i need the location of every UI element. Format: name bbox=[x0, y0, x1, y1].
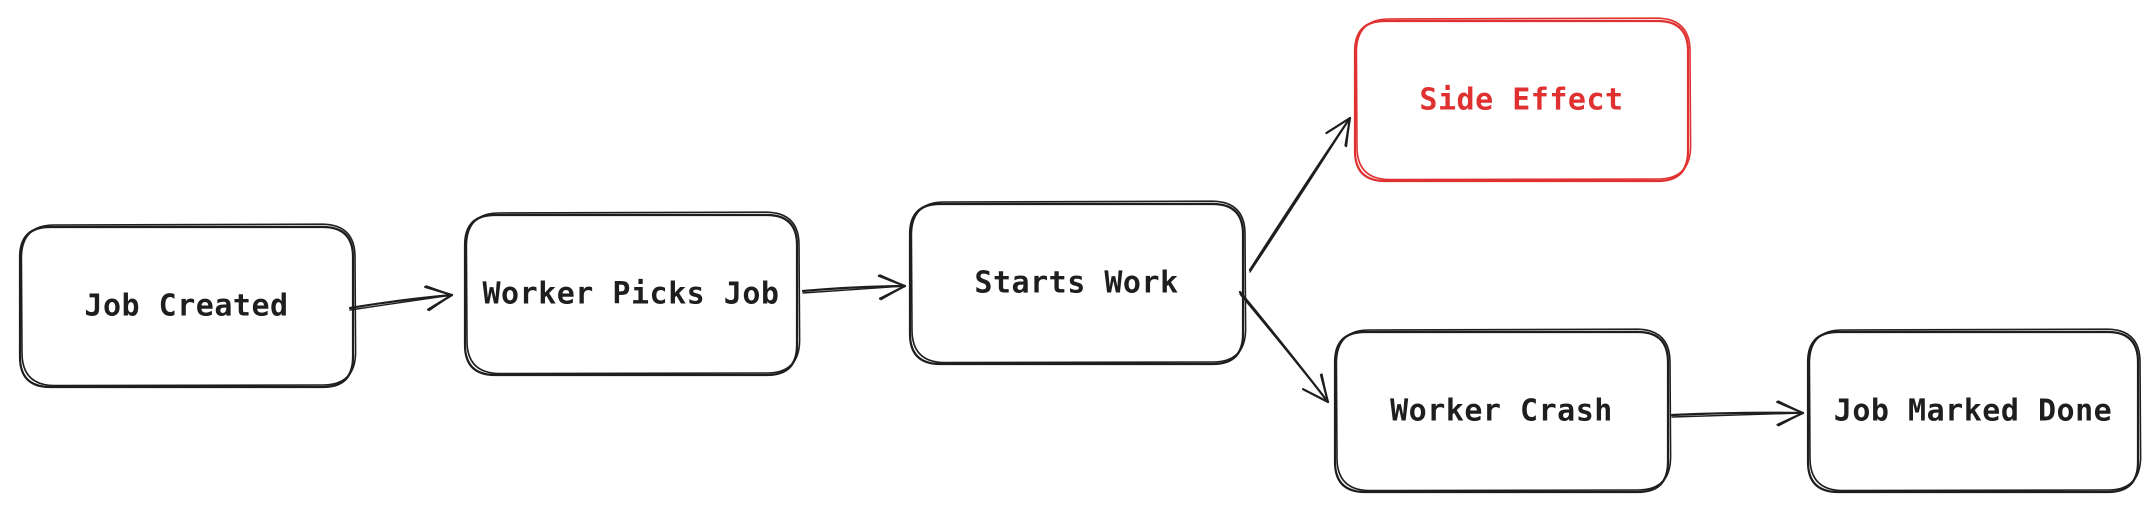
node-worker-picks-job-label: Worker Picks Job bbox=[483, 277, 780, 312]
arrow-head bbox=[1777, 400, 1804, 427]
edge-worker-picks-job-to-starts-work bbox=[801, 274, 907, 301]
edge-worker-crash-to-job-marked-done bbox=[1670, 400, 1805, 427]
node-border-stroke bbox=[1355, 17, 1692, 181]
node-border-stroke bbox=[1353, 19, 1690, 183]
node-border-stroke bbox=[18, 225, 355, 389]
node-border-stroke bbox=[908, 202, 1245, 366]
node-side-effect-outline bbox=[1353, 17, 1692, 183]
node-job-created-label: Job Created bbox=[84, 289, 288, 324]
node-starts-work-label: Starts Work bbox=[974, 266, 1178, 301]
edge-line bbox=[349, 294, 453, 311]
node-job-marked-done-outline bbox=[1806, 328, 2142, 494]
arrow-head bbox=[1326, 117, 1351, 148]
node-worker-crash[interactable]: Worker Crash bbox=[1333, 328, 1672, 494]
node-starts-work[interactable]: Starts Work bbox=[908, 200, 1247, 366]
node-border-stroke bbox=[465, 211, 801, 375]
edge-line bbox=[1249, 117, 1351, 273]
node-worker-picks-job-outline bbox=[463, 211, 801, 377]
node-job-created[interactable]: Job Created bbox=[18, 223, 357, 389]
arrow-head bbox=[879, 274, 906, 301]
edge-job-created-to-worker-picks-job bbox=[348, 285, 454, 312]
edge-starts-work-to-worker-crash bbox=[1238, 290, 1330, 404]
node-border-stroke bbox=[1806, 330, 2140, 494]
edge-line bbox=[1671, 412, 1804, 418]
arrow-head bbox=[1303, 373, 1329, 403]
node-worker-crash-outline bbox=[1333, 328, 1672, 494]
node-job-marked-done[interactable]: Job Marked Done bbox=[1806, 328, 2142, 494]
edges-layer bbox=[348, 116, 1805, 427]
node-starts-work-outline bbox=[908, 200, 1247, 366]
node-border-stroke bbox=[463, 213, 799, 377]
node-border-stroke bbox=[1333, 330, 1670, 494]
node-border-stroke bbox=[910, 200, 1247, 364]
node-job-created-outline bbox=[18, 223, 357, 389]
node-border-stroke bbox=[20, 223, 357, 387]
node-side-effect-label: Side Effect bbox=[1419, 83, 1623, 118]
edge-line bbox=[1239, 293, 1329, 403]
node-border-stroke bbox=[1808, 328, 2142, 492]
node-worker-crash-label: Worker Crash bbox=[1390, 394, 1613, 429]
node-worker-picks-job[interactable]: Worker Picks Job bbox=[463, 211, 801, 377]
node-border-stroke bbox=[1335, 328, 1672, 492]
node-side-effect[interactable]: Side Effect bbox=[1353, 17, 1692, 183]
node-job-marked-done-label: Job Marked Done bbox=[1834, 394, 2112, 429]
edge-starts-work-to-side-effect bbox=[1248, 116, 1352, 273]
edge-line bbox=[802, 285, 906, 294]
arrow-head bbox=[425, 285, 453, 312]
